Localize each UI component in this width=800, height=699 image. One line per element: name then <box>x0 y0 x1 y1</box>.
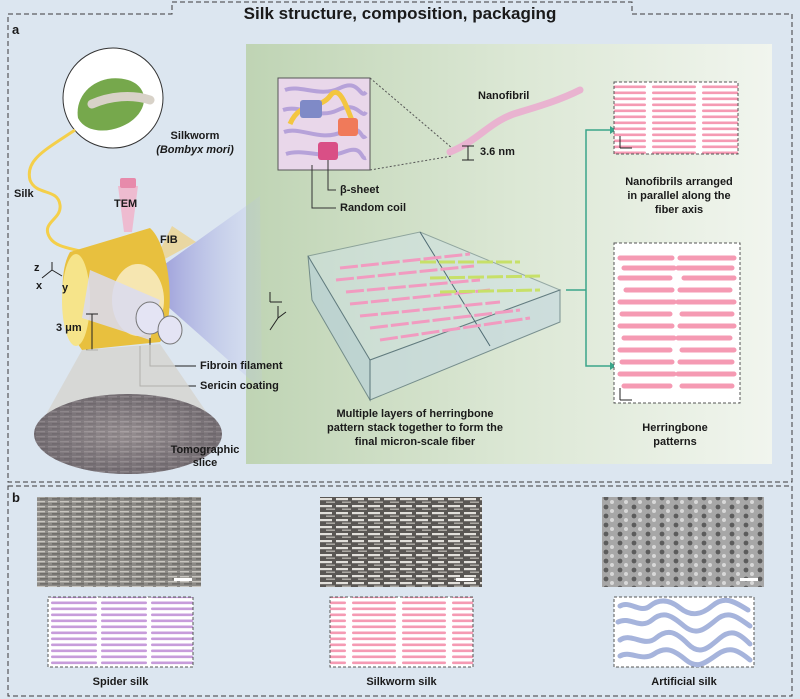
random-coil-label: Random coil <box>340 202 407 214</box>
nanofibril-label: Nanofibril <box>478 90 530 102</box>
figure-title: Silk structure, composition, packaging <box>243 4 557 23</box>
silkworm-body <box>87 92 155 109</box>
stack-line3: final micron-scale fiber <box>354 436 476 448</box>
panel-b-label: b <box>12 490 20 505</box>
silkworm-silk-model <box>329 596 474 668</box>
branch-arrows <box>566 129 610 367</box>
parallel-box <box>613 81 739 155</box>
silk-thread <box>27 128 93 258</box>
silk-label: Silk <box>14 188 34 200</box>
fib-beam <box>140 196 262 390</box>
axis-y-label: y <box>62 282 69 294</box>
mulberry-leaf <box>77 78 145 131</box>
scale-3um: 3 μm <box>56 322 82 334</box>
sericin-label: Sericin coating <box>200 380 279 392</box>
fib-label: FIB <box>160 234 178 246</box>
tem-label: TEM <box>114 198 138 210</box>
nanofibril <box>446 86 584 156</box>
nanofibril-size: 3.6 nm <box>480 146 515 158</box>
arranged-line1: Nanofibrils arranged <box>625 176 733 188</box>
tomographic-label: Tomographic <box>170 444 240 456</box>
fiber-cylinder <box>62 228 183 350</box>
artificial-silk-tomo <box>602 497 764 587</box>
fibroin-label: Fibroin filament <box>200 360 283 372</box>
tem-beam <box>118 186 138 232</box>
spider-silk-tomo <box>37 497 201 587</box>
panel-b-frame <box>7 485 793 697</box>
panel-a-frame <box>7 1 793 483</box>
herringbone-line2: patterns <box>653 436 697 448</box>
spider-silk-model <box>47 596 194 668</box>
silkworm-label: Silkworm <box>170 130 220 142</box>
slice-label: slice <box>192 457 218 469</box>
silkworm-silk-tomo <box>320 497 482 587</box>
stack-line1: Multiple layers of herringbone <box>336 408 494 420</box>
arranged-line3: fiber axis <box>654 204 704 216</box>
spider-silk-label: Spider silk <box>92 676 149 688</box>
axis-x-label: x <box>36 280 43 292</box>
panel-a-label: a <box>12 22 20 37</box>
arranged-line2: in parallel along the <box>627 190 731 202</box>
fiber-stack-box <box>307 231 562 402</box>
silkworm-silk-label: Silkworm silk <box>366 676 437 688</box>
artificial-silk-label: Artificial silk <box>651 676 717 688</box>
beta-sheet-label: β-sheet <box>340 184 380 196</box>
species-label: (Bombyx mori) <box>156 144 234 156</box>
herringbone-line1: Herringbone <box>642 422 708 434</box>
axis-z-label: z <box>34 262 40 274</box>
stack-line2: pattern stack together to form the <box>326 422 504 434</box>
